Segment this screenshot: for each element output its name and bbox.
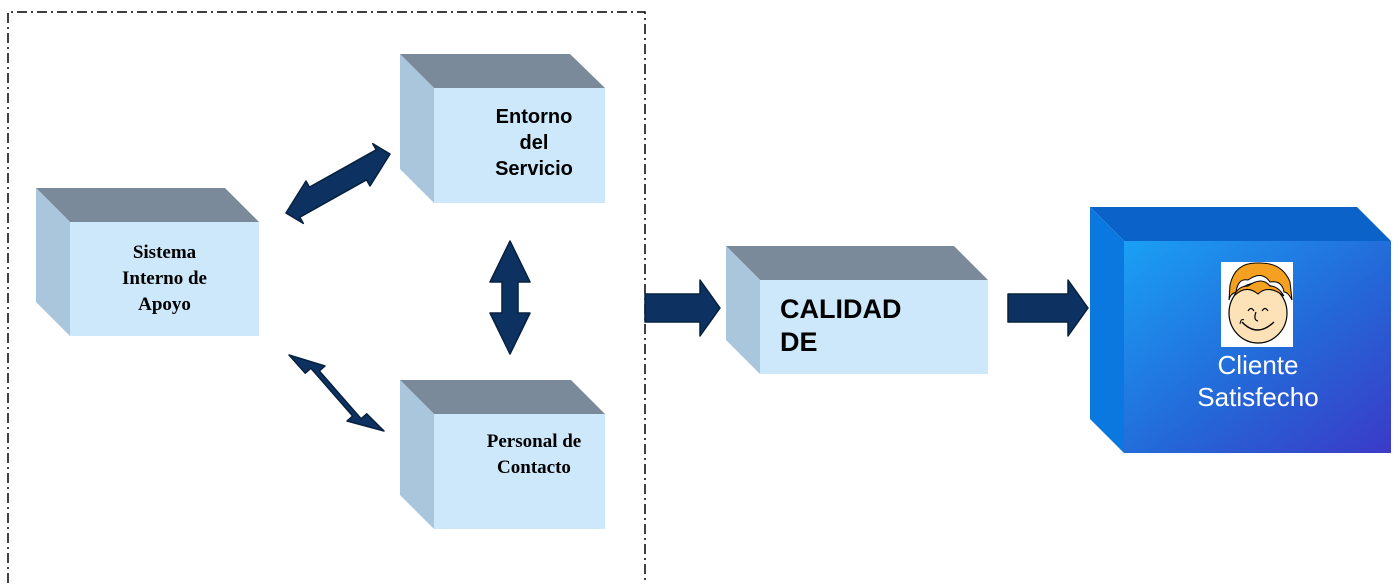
box-personal-front bbox=[434, 414, 605, 529]
box-sistema-interno bbox=[36, 188, 259, 336]
box-calidad-top bbox=[726, 246, 988, 280]
box-cliente-top bbox=[1090, 207, 1391, 241]
label-entorno-line-1: Entorno bbox=[495, 106, 573, 128]
arrow-sistema-entorno bbox=[285, 142, 391, 225]
label-sistema-line-2: Interno de bbox=[122, 268, 207, 289]
arrow-entorno-personal bbox=[489, 240, 531, 355]
box-calidad-side bbox=[726, 246, 760, 374]
label-entorno: Entorno del Servicio bbox=[434, 104, 634, 182]
label-personal-line-1: Personal de bbox=[486, 431, 582, 452]
label-sistema-interno: Sistema Interno de Apoyo bbox=[70, 240, 259, 318]
label-calidad: CALIDAD DE bbox=[780, 293, 980, 359]
box-sistema-front bbox=[70, 222, 259, 336]
box-personal-side bbox=[400, 380, 434, 529]
label-sistema-line-3: Apoyo bbox=[138, 294, 191, 315]
box-sistema-top bbox=[36, 188, 259, 222]
arrow-to-cliente bbox=[1007, 279, 1089, 337]
box-entorno-top bbox=[400, 54, 605, 88]
box-entorno-side bbox=[400, 54, 434, 203]
box-calidad-front bbox=[760, 280, 988, 374]
box-calidad bbox=[726, 246, 988, 374]
box-sistema-side bbox=[36, 188, 70, 336]
box-personal bbox=[400, 380, 605, 529]
label-personal-line-2: Contacto bbox=[497, 457, 571, 478]
label-cliente: Cliente Satisfecho bbox=[1168, 349, 1348, 413]
arrow-sistema-personal bbox=[288, 354, 385, 432]
label-cliente-line-1: Cliente bbox=[1217, 350, 1299, 380]
label-entorno-line-2: del bbox=[519, 132, 549, 154]
label-cliente-line-2: Satisfecho bbox=[1197, 382, 1319, 412]
label-sistema-line-1: Sistema bbox=[132, 242, 197, 263]
smiling-face-icon bbox=[1221, 262, 1293, 347]
system-boundary bbox=[7, 11, 646, 583]
box-personal-top bbox=[400, 380, 605, 414]
label-entorno-line-3: Servicio bbox=[495, 158, 573, 180]
label-calidad-line-1: CALIDAD bbox=[780, 294, 902, 324]
box-entorno-front bbox=[434, 88, 605, 203]
arrow-to-calidad bbox=[644, 279, 721, 337]
label-personal: Personal de Contacto bbox=[434, 429, 634, 481]
box-cliente-side bbox=[1090, 207, 1124, 453]
label-calidad-line-2: DE bbox=[780, 327, 818, 357]
box-entorno bbox=[400, 54, 605, 203]
